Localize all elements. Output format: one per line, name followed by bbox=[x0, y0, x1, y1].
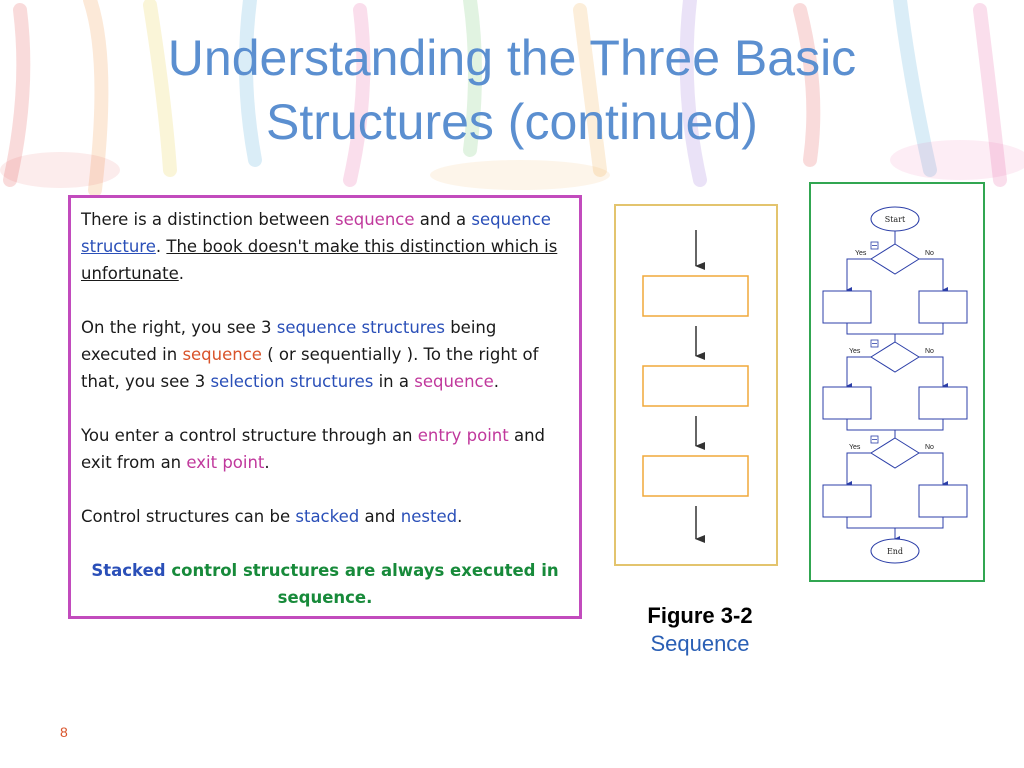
text-span: being executed in bbox=[81, 318, 497, 364]
keyword-entry-point: entry point bbox=[417, 426, 509, 445]
end-terminal bbox=[870, 538, 920, 564]
no-label: No bbox=[925, 250, 934, 257]
keyword-structure-link[interactable]: structure bbox=[81, 237, 156, 256]
keyword-sequence: sequence bbox=[334, 210, 415, 229]
text-span: and a bbox=[419, 210, 467, 229]
text-span: ( or sequentially ). To the right of tha… bbox=[81, 345, 539, 391]
slide-title: Understanding the Three Basic Structures… bbox=[60, 26, 964, 154]
text-span: and bbox=[359, 507, 401, 526]
text-span: in a bbox=[373, 372, 415, 391]
yes-label: Yes bbox=[849, 348, 861, 355]
text-span: control structures are always executed i… bbox=[165, 561, 559, 607]
yes-label: Yes bbox=[849, 444, 861, 451]
start-label: Start bbox=[885, 215, 906, 224]
process-box-no bbox=[918, 290, 968, 324]
keyword-sequence-structures: sequence structures bbox=[276, 318, 445, 337]
sequence-figure bbox=[614, 204, 778, 566]
figure-name: Sequence bbox=[650, 631, 750, 656]
text-span: . bbox=[264, 453, 270, 472]
slide-title-line2: Structures (continued) bbox=[266, 94, 758, 150]
text-span: . bbox=[493, 372, 499, 391]
page-number: 8 bbox=[60, 724, 68, 740]
underlined-note: The book doesn't make this distinction w… bbox=[81, 237, 558, 283]
text-span: . bbox=[178, 264, 184, 283]
figure-caption: Figure 3-2 Sequence bbox=[614, 602, 786, 658]
text-span: . bbox=[457, 507, 463, 526]
decision-diamond bbox=[870, 437, 920, 469]
selection-block: Yes No bbox=[822, 435, 968, 542]
process-box-yes bbox=[822, 290, 872, 324]
process-box-no bbox=[918, 386, 968, 420]
sequence-diagram bbox=[642, 230, 749, 543]
paragraph-distinction: There is a distinction between sequence … bbox=[81, 206, 569, 287]
sequence-step-box bbox=[642, 365, 749, 407]
paragraph-right-side: On the right, you see 3 sequence structu… bbox=[81, 314, 569, 395]
keyword-nested: nested bbox=[400, 507, 458, 526]
text-span: There is a distinction between bbox=[81, 210, 335, 229]
text-span: and exit from an bbox=[81, 426, 546, 472]
end-label: End bbox=[887, 547, 903, 556]
keyword-sequence: sequence bbox=[471, 210, 551, 229]
text-span: Control structures can be bbox=[81, 507, 296, 526]
sequence-step-box bbox=[642, 275, 749, 317]
figure-number: Figure 3-2 bbox=[647, 603, 753, 628]
keyword-stacked: stacked bbox=[295, 507, 360, 526]
paragraph-entry-exit: You enter a control structure through an… bbox=[81, 422, 569, 476]
keyword-sequence: sequence bbox=[182, 345, 262, 364]
process-box-yes bbox=[822, 386, 872, 420]
text-span: On the right, you see 3 bbox=[81, 318, 277, 337]
no-label: No bbox=[925, 444, 934, 451]
process-box-yes bbox=[822, 484, 872, 518]
yes-label: Yes bbox=[855, 250, 867, 257]
keyword-sequence: sequence bbox=[414, 372, 494, 391]
keyword-exit-point: exit point bbox=[186, 453, 265, 472]
selection-block: Yes No bbox=[822, 339, 968, 438]
process-box-no bbox=[918, 484, 968, 518]
background-decoration bbox=[0, 0, 1024, 197]
keyword-selection-structures: selection structures bbox=[210, 372, 374, 391]
text-span: You enter a control structure through an bbox=[81, 426, 418, 445]
paragraph-stacked-nested: Control structures can be stacked and ne… bbox=[81, 503, 569, 530]
selection-figure: Start Yes No Yes No bbox=[809, 182, 985, 582]
decision-diamond bbox=[870, 243, 920, 275]
decision-diamond bbox=[870, 341, 920, 373]
explanation-textbox: There is a distinction between sequence … bbox=[68, 195, 582, 619]
no-label: No bbox=[925, 348, 934, 355]
slide-title-line1: Understanding the Three Basic bbox=[167, 30, 857, 86]
selection-block: Yes No bbox=[822, 241, 968, 342]
selection-diagram: Start Yes No Yes No bbox=[822, 206, 968, 564]
keyword-stacked: Stacked bbox=[91, 561, 166, 580]
text-span: . bbox=[155, 237, 167, 256]
paragraph-stacked-sequence: Stacked control structures are always ex… bbox=[81, 557, 569, 611]
sequence-step-box bbox=[642, 455, 749, 497]
